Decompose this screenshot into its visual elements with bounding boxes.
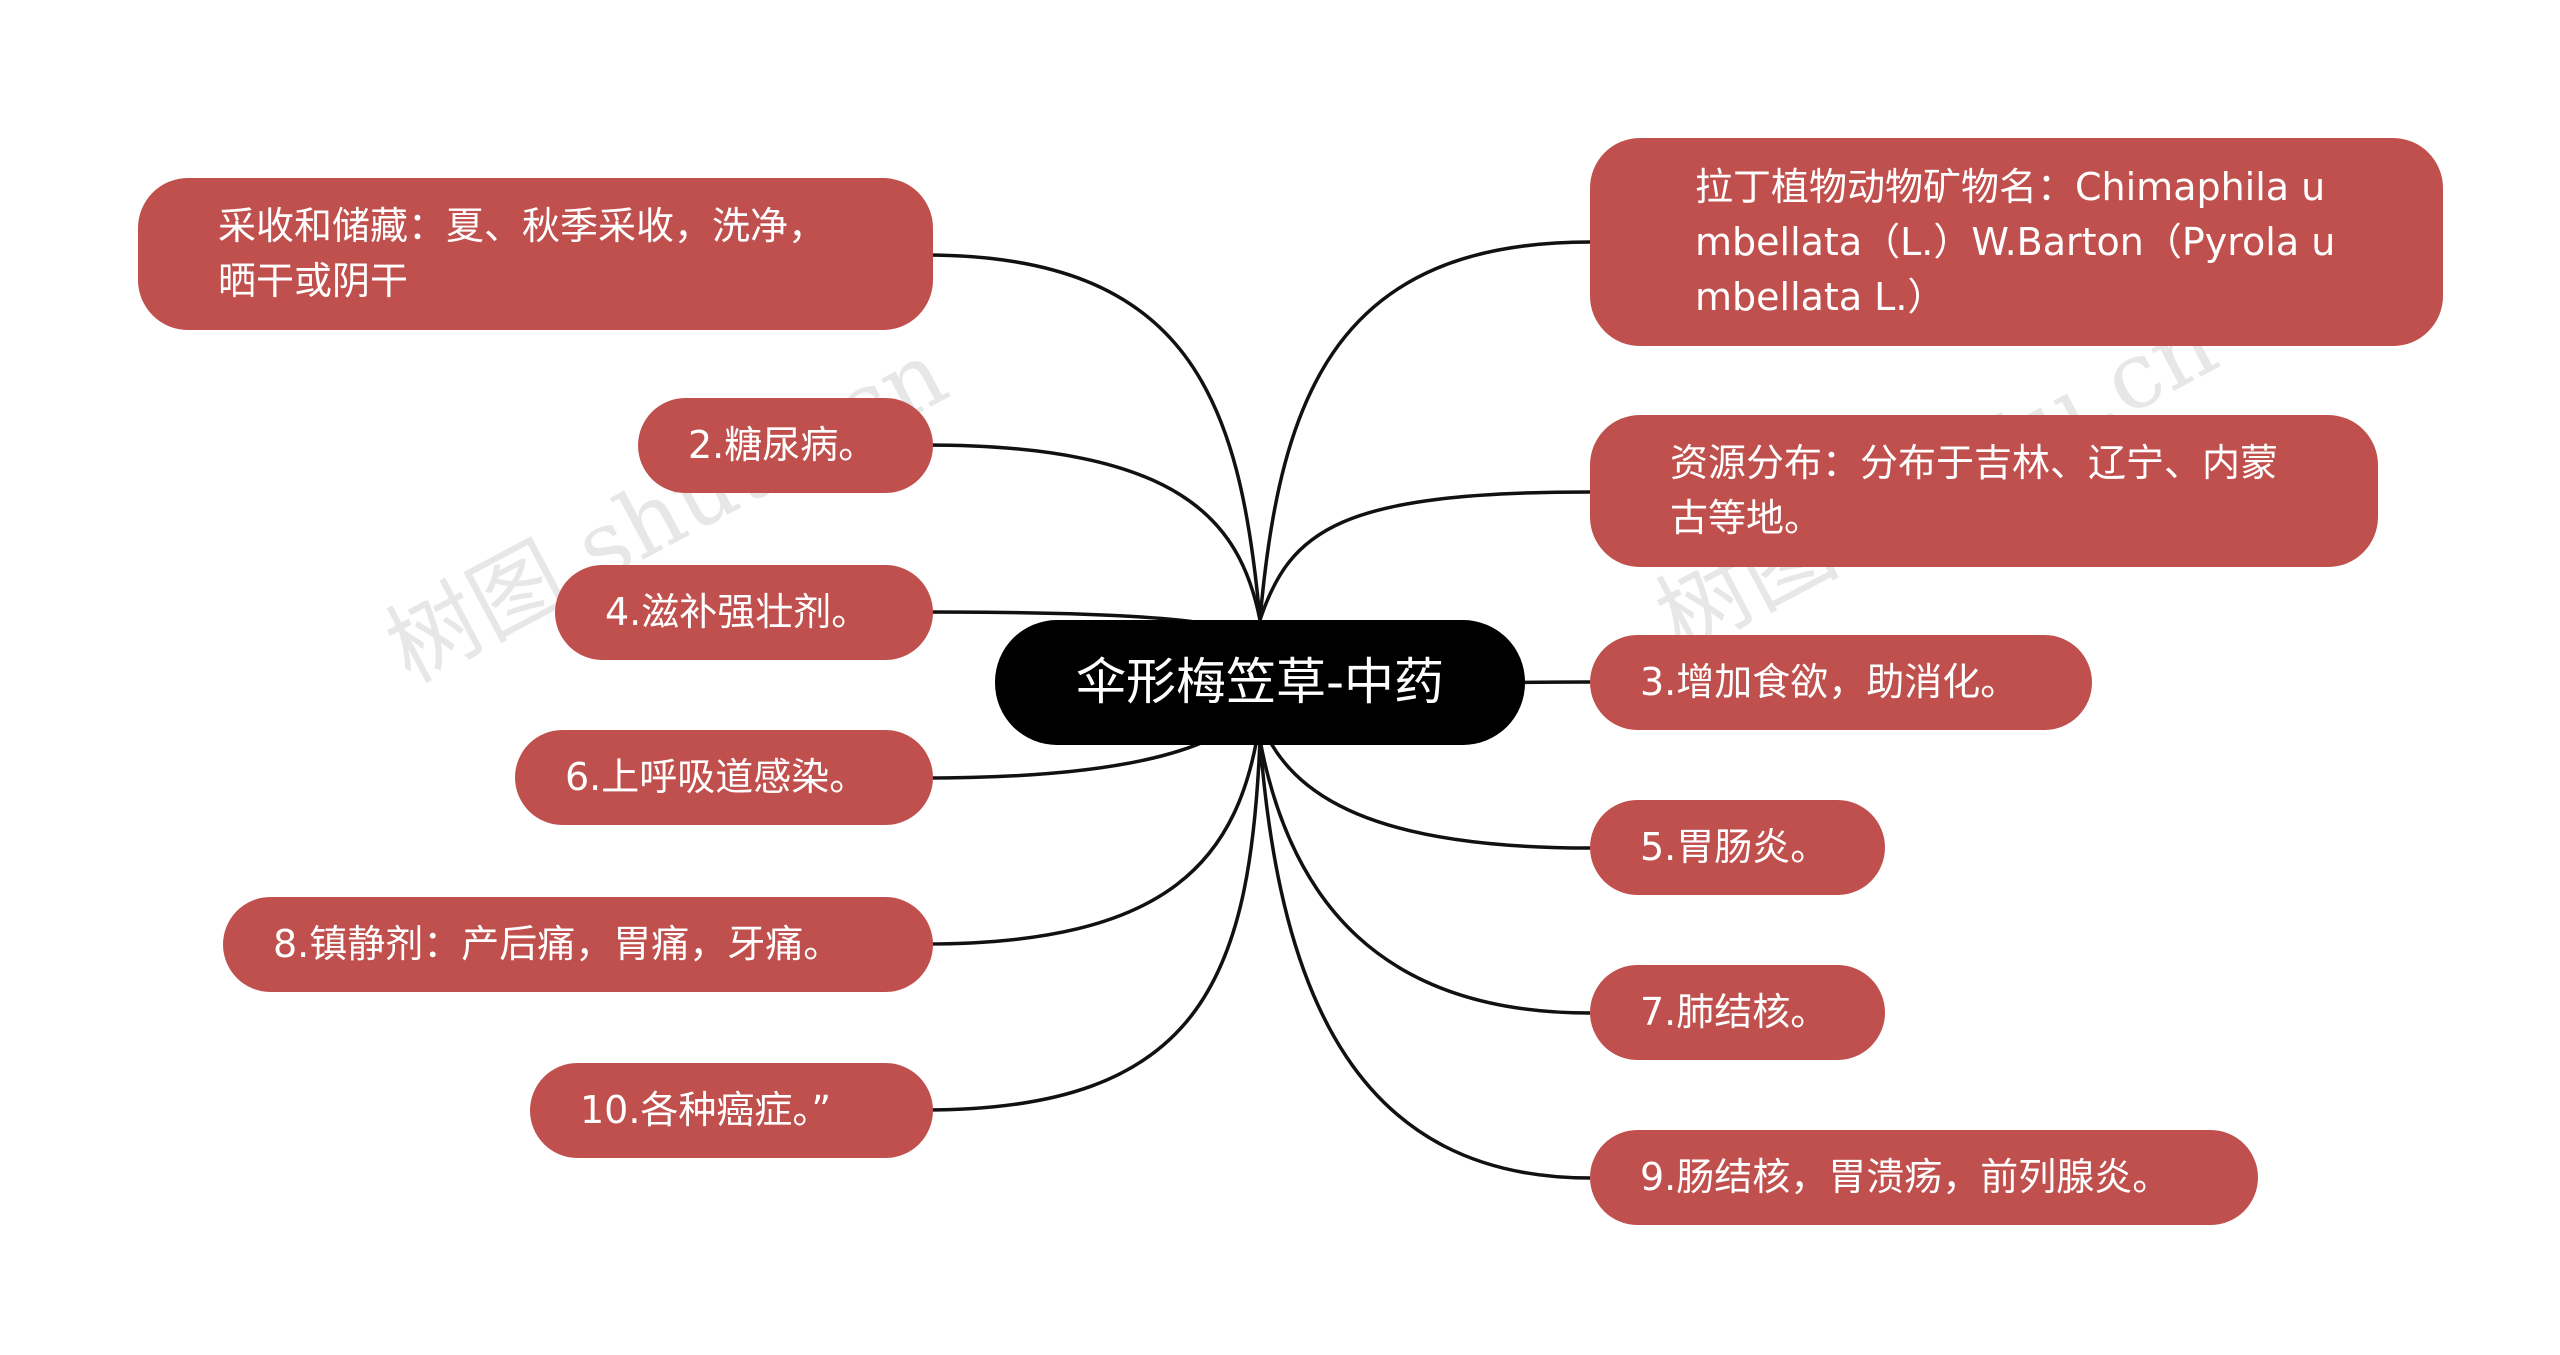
left-node-respiratory[interactable]: 6.上呼吸道感染。 [515, 730, 933, 825]
center-topic[interactable]: 伞形梅笠草-中药 [995, 620, 1525, 745]
connector-right-5 [1258, 739, 1591, 1015]
connector-right-2 [1258, 490, 1591, 621]
right-node-gastroenteritis[interactable]: 5.胃肠炎。 [1590, 800, 1885, 895]
right-node-tuberculosis[interactable]: 7.肺结核。 [1590, 965, 1885, 1060]
left-node-cancer[interactable]: 10.各种癌症。” [530, 1063, 933, 1158]
right-node-intestinal-tb[interactable]: 9.肠结核，胃溃疡，前列腺炎。 [1590, 1130, 2258, 1225]
connector-left-5 [924, 719, 1262, 946]
connector-left-6 [924, 739, 1262, 1112]
right-node-latin-name[interactable]: 拉丁植物动物矿物名：Chimaphila umbellata（L.）W.Bart… [1590, 138, 2443, 346]
left-node-tonic[interactable]: 4.滋补强壮剂。 [555, 565, 933, 660]
left-node-sedative[interactable]: 8.镇静剂：产后痛，胃痛，牙痛。 [223, 897, 933, 992]
connector-right-1 [1258, 240, 1591, 621]
connector-left-1 [924, 253, 1262, 621]
connector-right-6 [1258, 739, 1591, 1180]
right-node-distribution[interactable]: 资源分布：分布于吉林、辽宁、内蒙古等地。 [1590, 415, 2378, 567]
right-node-digestion[interactable]: 3.增加食欲，助消化。 [1590, 635, 2092, 730]
connector-left-2 [924, 443, 1262, 621]
left-node-harvest-storage[interactable]: 采收和储藏：夏、秋季采收，洗净，晒干或阴干 [138, 178, 933, 330]
left-node-diabetes[interactable]: 2.糖尿病。 [638, 398, 933, 493]
connector-right-4 [1258, 719, 1591, 850]
